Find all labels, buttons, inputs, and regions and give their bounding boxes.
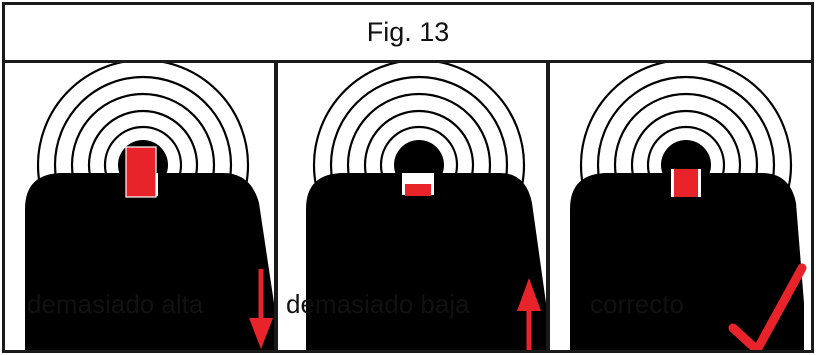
panel-too-low: demasiado baja [278, 63, 546, 350]
too-low-diagram [306, 63, 546, 350]
panel-divider [274, 63, 278, 350]
label-too-high: demasiado alta [27, 289, 204, 319]
label-too-low: demasiado baja [286, 289, 470, 319]
panel-divider [546, 63, 550, 350]
correct-diagram [570, 63, 807, 350]
rear-sight [306, 173, 546, 350]
panels-frame: demasiado alta demasiado baja [2, 60, 814, 353]
too-high-diagram [25, 63, 274, 350]
front-post [125, 146, 157, 198]
panel-correct: correcto [550, 63, 811, 350]
figure-title: Fig. 13 [2, 2, 814, 60]
front-post [674, 169, 698, 197]
arrow-down-head [249, 318, 273, 349]
rear-sight [570, 173, 804, 350]
arrow-up-head [517, 278, 541, 311]
check-icon [728, 263, 807, 350]
label-correct: correcto [590, 289, 684, 319]
rear-sight [25, 173, 274, 350]
panel-too-high: demasiado alta [5, 63, 274, 350]
front-post [405, 184, 431, 196]
